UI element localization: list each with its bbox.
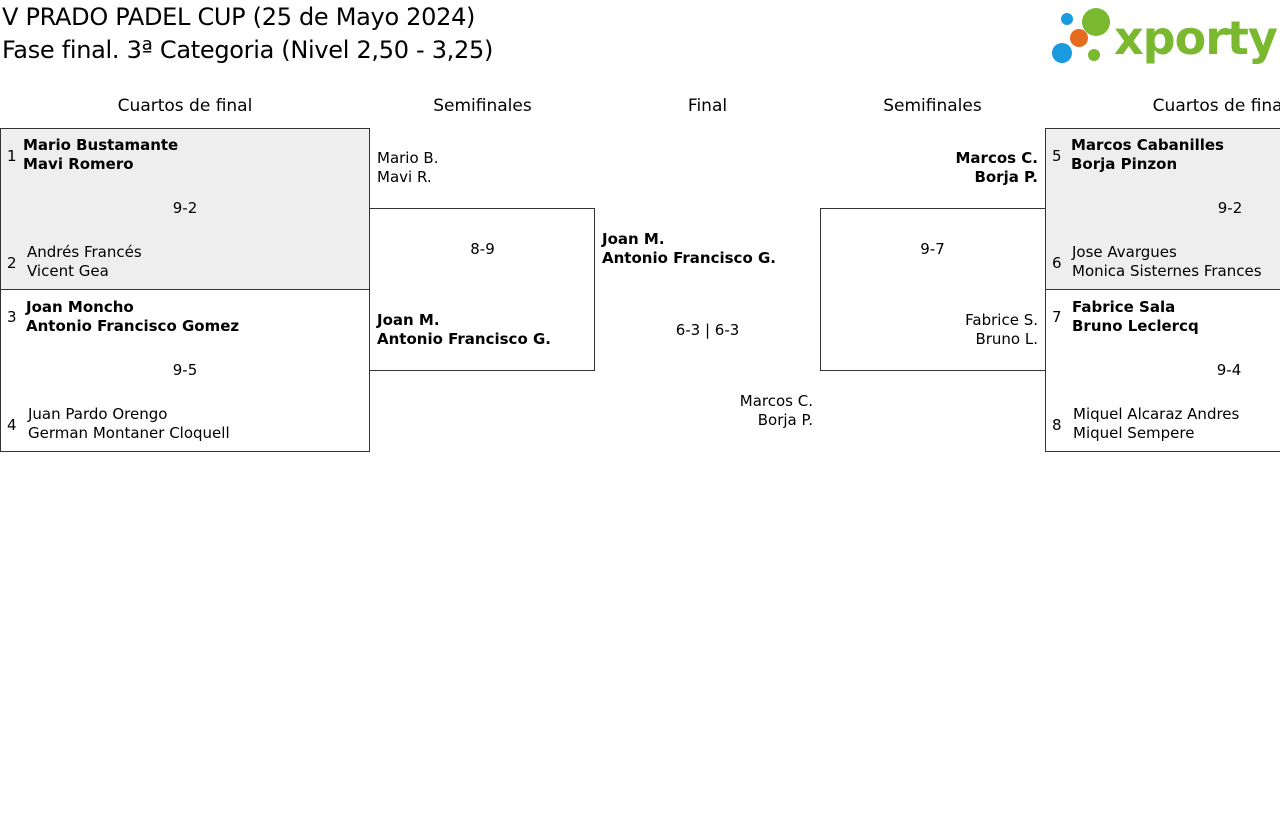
team-winner: Joan M. Antonio Francisco G. — [377, 311, 551, 349]
seed-number: 1 — [7, 147, 17, 165]
player-name: Borja P. — [757, 411, 813, 429]
player-name: Marcos Cabanilles — [1071, 136, 1224, 154]
player-name: Marcos C. — [955, 149, 1039, 167]
seed-number: 4 — [7, 416, 17, 434]
logo-dot-green-small — [1088, 49, 1100, 61]
match-score: 8-9 — [470, 240, 495, 258]
logo-dot-blue-large — [1052, 43, 1072, 63]
player-name: Fabrice S. — [965, 311, 1038, 329]
seed-number: 3 — [7, 308, 17, 326]
team-winner: Marcos Cabanilles Borja Pinzon — [1071, 136, 1224, 174]
player-name: Bruno L. — [975, 330, 1038, 348]
xporty-logo: xporty — [1052, 8, 1279, 65]
team-loser: Miquel Alcaraz Andres Miquel Sempere — [1073, 405, 1239, 443]
team-winner: Fabrice Sala Bruno Leclercq — [1072, 298, 1199, 336]
team-loser: Juan Pardo Orengo German Montaner Cloque… — [28, 405, 230, 443]
player-name: Vicent Gea — [27, 262, 109, 280]
team-winner: Mario Bustamante Mavi Romero — [23, 136, 178, 174]
player-name: Antonio Francisco G. — [602, 249, 776, 267]
player-name: Miquel Alcaraz Andres — [1073, 405, 1240, 423]
player-name: Antonio Francisco Gomez — [26, 317, 240, 335]
logo-text: xporty — [1114, 11, 1278, 65]
logo-dot-orange — [1070, 29, 1088, 47]
player-name: Mavi Romero — [23, 155, 134, 173]
team-loser: Mario B. Mavi R. — [377, 149, 438, 187]
match-score: 9-7 — [920, 240, 945, 258]
team-loser: Andrés Francés Vicent Gea — [27, 243, 142, 281]
match-score: 9-2 — [172, 199, 198, 217]
player-name: Joan Moncho — [26, 298, 134, 316]
player-name: Jose Avargues — [1072, 243, 1177, 261]
player-name: Bruno Leclercq — [1072, 317, 1199, 335]
match-score: 9-4 — [1216, 361, 1242, 379]
team-loser: Fabrice S. Bruno L. — [820, 311, 1038, 349]
logo-dot-blue-small — [1061, 13, 1073, 25]
player-name: Borja P. — [974, 168, 1038, 186]
match-score-final: 6-3 | 6-3 — [675, 321, 740, 339]
player-name: Joan M. — [602, 230, 665, 248]
column-header-qf-right: Cuartos de final — [1152, 96, 1280, 116]
player-name: Borja Pinzon — [1071, 155, 1178, 173]
player-name: Andrés Francés — [27, 243, 142, 261]
team-winner: Marcos C. Borja P. — [820, 149, 1039, 187]
player-name: Mavi R. — [377, 168, 432, 186]
player-name: Juan Pardo Orengo — [28, 405, 168, 423]
seed-number: 7 — [1052, 308, 1062, 326]
column-header-final: Final — [687, 96, 728, 116]
seed-number: 5 — [1052, 147, 1062, 165]
player-name: Monica Sisternes Frances — [1072, 262, 1262, 280]
player-name: Mario Bustamante — [23, 136, 179, 154]
team-loser: Jose Avargues Monica Sisternes Frances — [1072, 243, 1262, 281]
logo-dot-green-large — [1082, 8, 1110, 36]
match-score: 9-2 — [1217, 199, 1243, 217]
match-box-sf-left — [369, 208, 595, 371]
page-subtitle: Fase final. 3ª Categoria (Nivel 2,50 - 3… — [2, 36, 494, 64]
match-score: 9-5 — [172, 361, 198, 379]
player-name: German Montaner Cloquell — [28, 424, 230, 442]
player-name: Antonio Francisco G. — [377, 330, 551, 348]
seed-number: 2 — [7, 254, 17, 272]
match-box-qf1 — [0, 128, 370, 290]
player-name: Joan M. — [377, 311, 440, 329]
column-header-sf-right: Semifinales — [883, 96, 982, 116]
player-name: Miquel Sempere — [1073, 424, 1195, 442]
player-name: Mario B. — [377, 149, 439, 167]
column-header-qf-left: Cuartos de final — [117, 96, 253, 116]
team-loser: Marcos C. Borja P. — [595, 392, 813, 430]
seed-number: 6 — [1052, 254, 1062, 272]
match-box-qf4 — [1045, 289, 1280, 452]
team-winner: Joan Moncho Antonio Francisco Gomez — [26, 298, 239, 336]
page-title: V PRADO PADEL CUP (25 de Mayo 2024) — [2, 3, 476, 31]
team-winner: Joan M. Antonio Francisco G. — [602, 230, 776, 268]
seed-number: 8 — [1052, 416, 1062, 434]
player-name: Marcos C. — [739, 392, 813, 410]
player-name: Fabrice Sala — [1072, 298, 1176, 316]
match-box-sf-right — [820, 208, 1046, 371]
column-header-sf-left: Semifinales — [433, 96, 532, 116]
